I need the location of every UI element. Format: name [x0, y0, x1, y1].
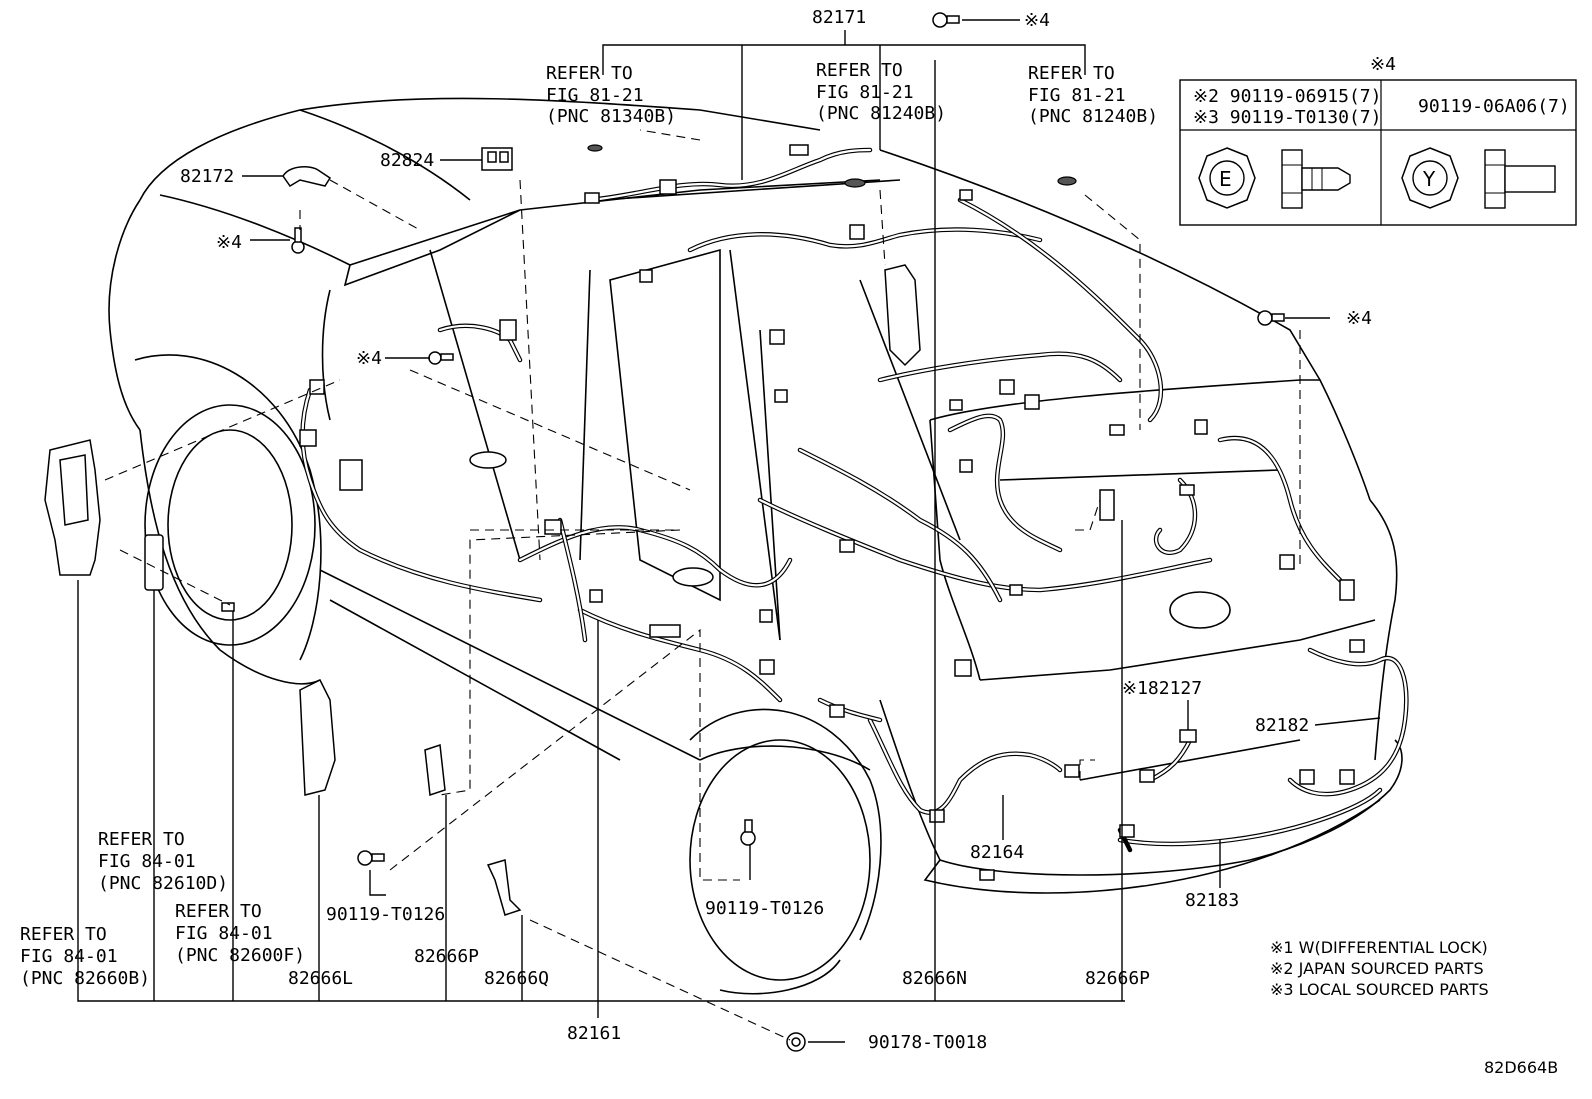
vehicle-body-outline — [108, 97, 1403, 995]
label-mark4-top: ※4 — [1024, 10, 1050, 31]
legend-item-1: ※1 W(DIFFERENTIAL LOCK) — [1270, 938, 1488, 957]
label-mark4-left-b: ※4 — [356, 348, 382, 369]
label-82183: 82183 — [1185, 890, 1239, 911]
svg-text:REFER TO: REFER TO — [816, 60, 903, 81]
bolt-table-right: 90119-06A06(7) — [1418, 96, 1570, 117]
bolt-table-heading: ※4 — [1370, 54, 1396, 75]
legend: ※1 W(DIFFERENTIAL LOCK) ※2 JAPAN SOURCED… — [1270, 938, 1489, 999]
label-82164: 82164 — [970, 842, 1024, 863]
dashed-reference-lines — [104, 129, 1301, 1041]
svg-text:FIG 84-01: FIG 84-01 — [175, 923, 273, 944]
label-82666P-left: 82666P — [414, 946, 479, 967]
svg-text:REFER TO: REFER TO — [546, 63, 633, 84]
label-mark4-right: ※4 — [1346, 308, 1372, 329]
bolt-e-icon: E — [1198, 147, 1351, 209]
label-82666Q: 82666Q — [484, 968, 549, 989]
svg-text:(PNC 81340B): (PNC 81340B) — [546, 106, 676, 127]
refer-note-81340b: REFER TO FIG 81-21 (PNC 81340B) — [546, 63, 676, 127]
bolt-y-icon: Y — [1401, 147, 1556, 209]
svg-text:FIG 84-01: FIG 84-01 — [98, 851, 196, 872]
svg-text:E: E — [1219, 167, 1232, 191]
label-82171: 82171 — [812, 7, 866, 28]
left-components — [44, 439, 522, 916]
svg-text:FIG 81-21: FIG 81-21 — [816, 82, 914, 103]
label-82666L: 82666L — [288, 968, 353, 989]
label-mark4-left-a: ※4 — [216, 232, 242, 253]
bolts — [291, 12, 1285, 1052]
refer-note-81240b-center: REFER TO FIG 81-21 (PNC 81240B) — [816, 60, 946, 124]
refer-note-81240b-right: REFER TO FIG 81-21 (PNC 81240B) — [1028, 63, 1158, 127]
leader-lines — [77, 19, 1381, 1043]
svg-text:FIG 81-21: FIG 81-21 — [1028, 85, 1126, 106]
label-82824: 82824 — [380, 150, 434, 171]
label-82161: 82161 — [567, 1023, 621, 1044]
bolt-table-row1: ※2 90119-06915(7) — [1193, 86, 1381, 107]
diagram-code: 82D664B — [1484, 1058, 1558, 1077]
bolt-reference-table: ※4 ※2 90119-06915(7) ※3 90119-T0130(7) 9… — [1179, 54, 1577, 226]
top-components — [282, 147, 921, 367]
bolt-table-row2: ※3 90119-T0130(7) — [1193, 107, 1381, 128]
svg-text:REFER TO: REFER TO — [20, 924, 107, 945]
part-number-labels: 82171 82172 82824 ※182127 82182 82164 82… — [180, 7, 1558, 1077]
svg-text:(PNC 81240B): (PNC 81240B) — [1028, 106, 1158, 127]
svg-text:(PNC 81240B): (PNC 81240B) — [816, 103, 946, 124]
refer-notes: REFER TO FIG 81-21 (PNC 81340B) REFER TO… — [20, 60, 1158, 989]
label-82172: 82172 — [180, 166, 234, 187]
svg-text:REFER TO: REFER TO — [98, 829, 185, 850]
label-82182: 82182 — [1255, 715, 1309, 736]
label-82666N: 82666N — [902, 968, 967, 989]
label-bolt-center: 90119-T0126 — [705, 898, 824, 919]
svg-text:Y: Y — [1422, 167, 1436, 191]
legend-item-2: ※2 JAPAN SOURCED PARTS — [1270, 959, 1484, 978]
svg-text:(PNC 82660B): (PNC 82660B) — [20, 968, 150, 989]
legend-item-3: ※3 LOCAL SOURCED PARTS — [1270, 980, 1489, 999]
svg-text:FIG 84-01: FIG 84-01 — [20, 946, 118, 967]
wiring-harnesses — [300, 147, 1409, 853]
refer-note-82600f: REFER TO FIG 84-01 (PNC 82600F) — [175, 901, 305, 966]
svg-text:REFER TO: REFER TO — [175, 901, 262, 922]
label-82666P-right: 82666P — [1085, 968, 1150, 989]
connectors — [299, 144, 1365, 881]
refer-note-82610d: REFER TO FIG 84-01 (PNC 82610D) — [98, 829, 228, 894]
svg-text:REFER TO: REFER TO — [1028, 63, 1115, 84]
svg-text:(PNC 82610D): (PNC 82610D) — [98, 873, 228, 894]
label-bolt-left: 90119-T0126 — [326, 904, 445, 925]
refer-note-82660b: REFER TO FIG 84-01 (PNC 82660B) — [20, 924, 150, 989]
label-clip-bottom: 90178-T0018 — [868, 1032, 987, 1053]
svg-text:(PNC 82600F): (PNC 82600F) — [175, 945, 305, 966]
svg-text:FIG 81-21: FIG 81-21 — [546, 85, 644, 106]
label-82127: ※182127 — [1122, 678, 1202, 699]
